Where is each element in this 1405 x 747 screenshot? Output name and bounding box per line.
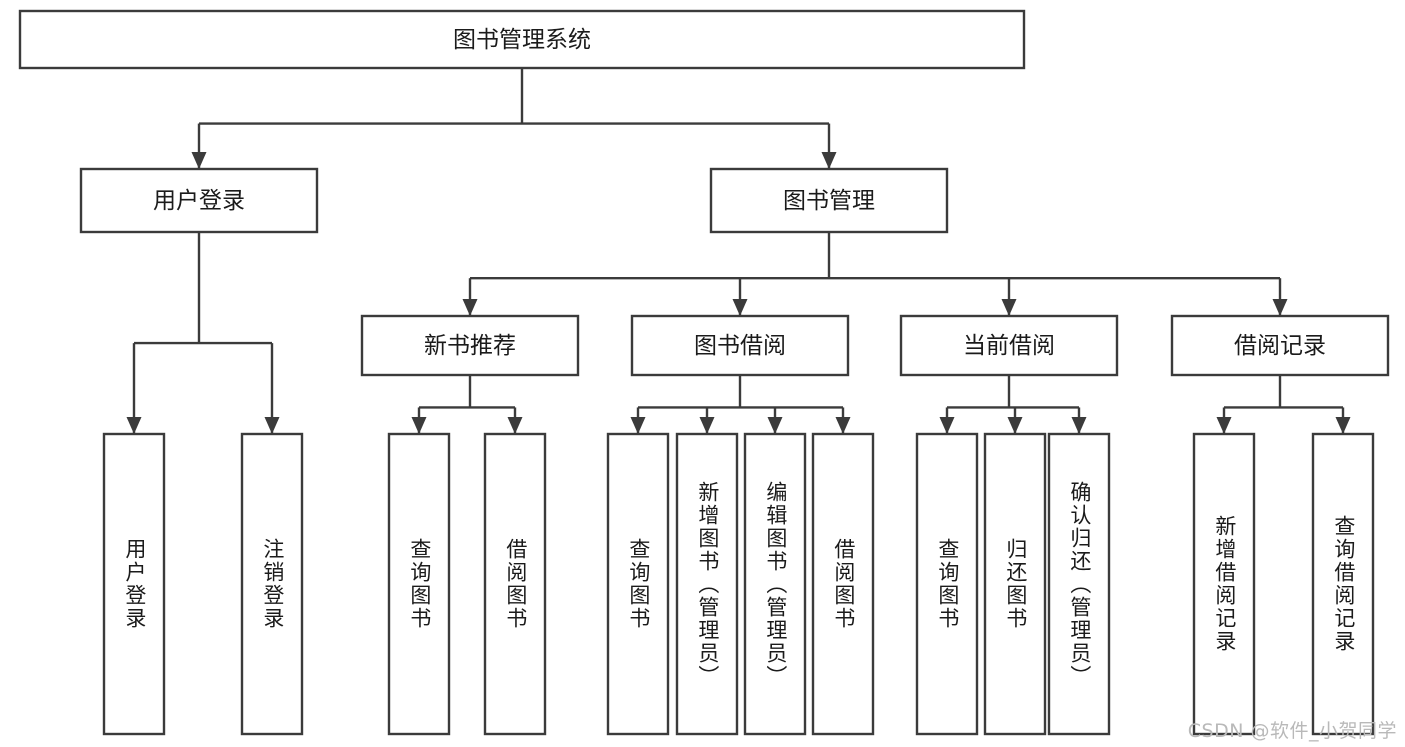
node-leaf-query-book-rec[interactable] xyxy=(387,432,451,736)
node-leaf-add-record[interactable] xyxy=(1192,432,1256,736)
node-box[interactable] xyxy=(1311,432,1375,736)
node-box[interactable] xyxy=(360,314,580,377)
watermark-text: CSDN @软件_小贺同学 xyxy=(1187,720,1397,742)
node-box[interactable] xyxy=(606,432,670,736)
arrow-head xyxy=(1071,417,1087,434)
arrow-head xyxy=(630,417,646,434)
node-new-book-recommend[interactable]: 新书推荐 xyxy=(360,314,580,377)
arrow-head xyxy=(699,417,715,434)
node-label: 借阅记录 xyxy=(1234,333,1326,359)
node-box[interactable] xyxy=(240,432,304,736)
arrow-head xyxy=(1001,299,1017,316)
node-leaf-user-logout[interactable] xyxy=(240,432,304,736)
node-box[interactable] xyxy=(743,432,807,736)
node-label: 图书管理 xyxy=(783,188,875,214)
node-leaf-edit-book[interactable] xyxy=(743,432,807,736)
arrow-head xyxy=(939,417,955,434)
node-box[interactable] xyxy=(1047,432,1111,736)
node-leaf-confirm-return[interactable] xyxy=(1047,432,1111,736)
node-box[interactable] xyxy=(811,432,875,736)
node-label: 新书推荐 xyxy=(424,333,516,359)
arrow-head xyxy=(1272,299,1288,316)
node-box[interactable] xyxy=(387,432,451,736)
node-leaf-add-book[interactable] xyxy=(675,432,739,736)
arrow-head xyxy=(1007,417,1023,434)
node-box[interactable] xyxy=(102,432,166,736)
node-box[interactable] xyxy=(483,432,547,736)
arrow-head xyxy=(462,299,478,316)
node-leaf-query-record[interactable] xyxy=(1311,432,1375,736)
arrow-head xyxy=(767,417,783,434)
node-leaf-user-login[interactable] xyxy=(102,432,166,736)
node-box[interactable] xyxy=(18,9,1026,70)
arrow-head xyxy=(411,417,427,434)
arrow-head xyxy=(1335,417,1351,434)
arrow-head xyxy=(264,417,280,434)
node-leaf-query-book-cur[interactable] xyxy=(915,432,979,736)
node-box[interactable] xyxy=(899,314,1119,377)
arrow-head xyxy=(191,152,207,169)
node-label: 用户登录 xyxy=(153,188,245,214)
arrow-head xyxy=(835,417,851,434)
node-box[interactable] xyxy=(983,432,1047,736)
node-box[interactable] xyxy=(915,432,979,736)
node-box[interactable] xyxy=(675,432,739,736)
node-leaf-borrow-book[interactable] xyxy=(811,432,875,736)
node-box[interactable] xyxy=(630,314,850,377)
node-book-borrow[interactable]: 图书借阅 xyxy=(630,314,850,377)
arrow-head xyxy=(821,152,837,169)
connectors-layer xyxy=(126,68,1351,434)
node-book-manage[interactable]: 图书管理 xyxy=(709,167,949,234)
arrow-head xyxy=(507,417,523,434)
node-current-borrow[interactable]: 当前借阅 xyxy=(899,314,1119,377)
node-box[interactable] xyxy=(1170,314,1390,377)
node-leaf-query-book-borrow[interactable] xyxy=(606,432,670,736)
node-leaf-return-book[interactable] xyxy=(983,432,1047,736)
node-label: 图书借阅 xyxy=(694,333,786,359)
arrow-head xyxy=(1216,417,1232,434)
node-box[interactable] xyxy=(79,167,319,234)
node-box[interactable] xyxy=(709,167,949,234)
node-borrow-record[interactable]: 借阅记录 xyxy=(1170,314,1390,377)
node-label: 图书管理系统 xyxy=(453,27,591,53)
node-root[interactable]: 图书管理系统 xyxy=(18,9,1026,70)
node-leaf-borrow-book-rec[interactable] xyxy=(483,432,547,736)
arrow-head xyxy=(732,299,748,316)
arrow-head xyxy=(126,417,142,434)
node-user-login[interactable]: 用户登录 xyxy=(79,167,319,234)
node-label: 当前借阅 xyxy=(963,333,1055,359)
node-box[interactable] xyxy=(1192,432,1256,736)
